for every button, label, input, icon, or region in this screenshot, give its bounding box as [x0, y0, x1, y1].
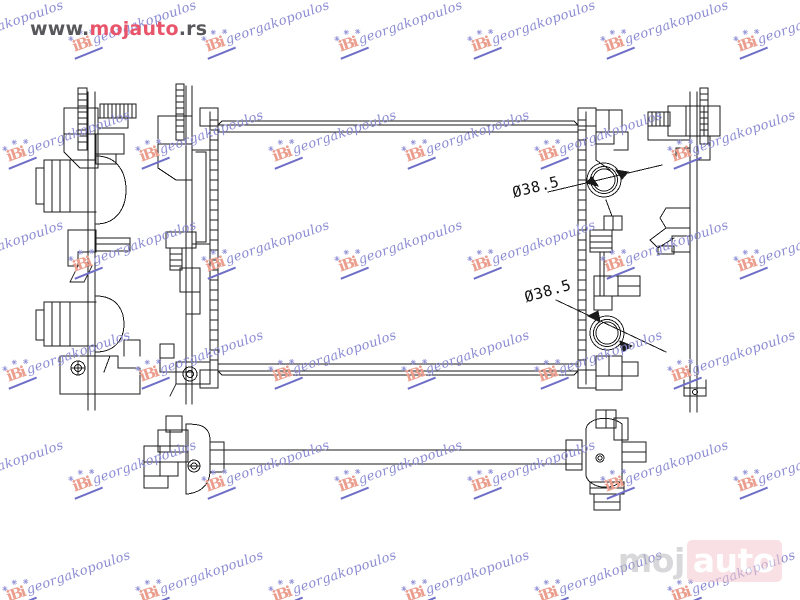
- logo-part-auto: auto: [686, 540, 782, 582]
- view-right-tank-ports: [547, 109, 667, 391]
- site-url-suffix: .rs: [178, 18, 208, 40]
- view-far-right-bracket: [647, 87, 721, 413]
- view-bottom-rail: [143, 409, 647, 511]
- view-core-front: [199, 107, 597, 389]
- view-left-side-tank: [35, 87, 141, 411]
- site-url-prefix: www.: [30, 18, 90, 40]
- site-url-watermark: www.mojauto.rs: [30, 18, 207, 40]
- mojauto-logo: moj auto: [615, 540, 782, 582]
- view-left-center-profile: [157, 83, 211, 405]
- logo-part-moj: moj: [617, 541, 685, 580]
- site-url-brand: mojauto: [89, 18, 179, 40]
